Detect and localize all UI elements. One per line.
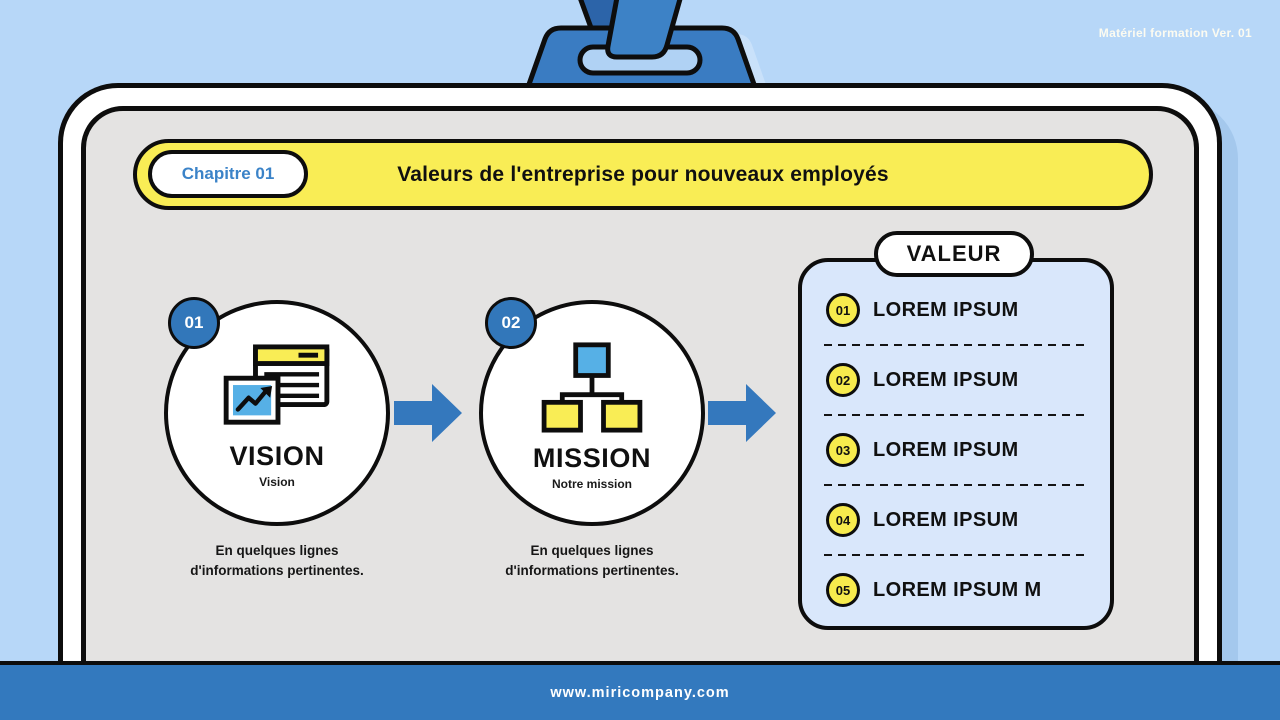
- dashed-divider: [824, 344, 1090, 346]
- slide-title: Valeurs de l'entreprise pour nouveaux em…: [397, 162, 889, 186]
- version-label: Matériel formation Ver. 01: [1098, 26, 1252, 40]
- value-label: LOREM IPSUM M: [873, 578, 1042, 601]
- values-panel-title-pill: VALEUR: [874, 231, 1034, 277]
- step-subtitle: Vision: [259, 475, 295, 489]
- arrow-right-icon: [394, 384, 462, 442]
- value-label: LOREM IPSUM: [873, 368, 1019, 391]
- value-row: 04 LOREM IPSUM: [822, 498, 1092, 542]
- value-number-badge: 02: [826, 363, 860, 397]
- value-row: 02 LOREM IPSUM: [822, 358, 1092, 402]
- value-number-badge: 03: [826, 433, 860, 467]
- step-number-badge: 02: [485, 297, 537, 349]
- values-panel: 01 LOREM IPSUM 02 LOREM IPSUM 03 LOREM I…: [798, 258, 1114, 630]
- value-label: LOREM IPSUM: [873, 298, 1019, 321]
- clip-body: [524, 25, 759, 93]
- arrow-right-icon: [708, 384, 776, 442]
- lanyard-strap-front: [605, 0, 683, 60]
- footer-bar: www.miricompany.com: [0, 661, 1280, 720]
- step-title: VISION: [229, 441, 325, 471]
- footer-url: www.miricompany.com: [550, 684, 730, 701]
- step-number: 02: [501, 313, 521, 332]
- value-label: LOREM IPSUM: [873, 508, 1019, 531]
- chapter-pill: Chapitre 01: [148, 150, 308, 198]
- clip-slot: [577, 44, 703, 76]
- chapter-label: Chapitre 01: [181, 164, 275, 183]
- value-row: 05 LOREM IPSUM M: [822, 568, 1092, 612]
- dashed-divider: [824, 414, 1090, 416]
- step-circle-vision: VISION Vision: [164, 300, 390, 526]
- value-number-badge: 05: [826, 573, 860, 607]
- value-row: 03 LOREM IPSUM: [822, 428, 1092, 472]
- step-number: 01: [184, 313, 204, 332]
- value-label: LOREM IPSUM: [873, 438, 1019, 461]
- org-chart-icon: [541, 342, 643, 433]
- step-subtitle: Notre mission: [551, 477, 632, 491]
- value-number-badge: 04: [826, 503, 860, 537]
- value-number-badge: 01: [826, 293, 860, 327]
- step-caption: En quelques lignes d'informations pertin…: [190, 543, 364, 578]
- step-title: MISSION: [532, 443, 652, 473]
- dashed-divider: [824, 554, 1090, 556]
- value-row: 01 LOREM IPSUM: [822, 288, 1092, 332]
- browser-analytics-icon: [223, 344, 330, 425]
- values-panel-title: VALEUR: [906, 241, 1002, 266]
- dashed-divider: [824, 484, 1090, 486]
- lanyard-strap-back: [578, 0, 645, 61]
- step-caption: En quelques lignes d'informations pertin…: [505, 543, 679, 578]
- step-number-badge: 01: [168, 297, 220, 349]
